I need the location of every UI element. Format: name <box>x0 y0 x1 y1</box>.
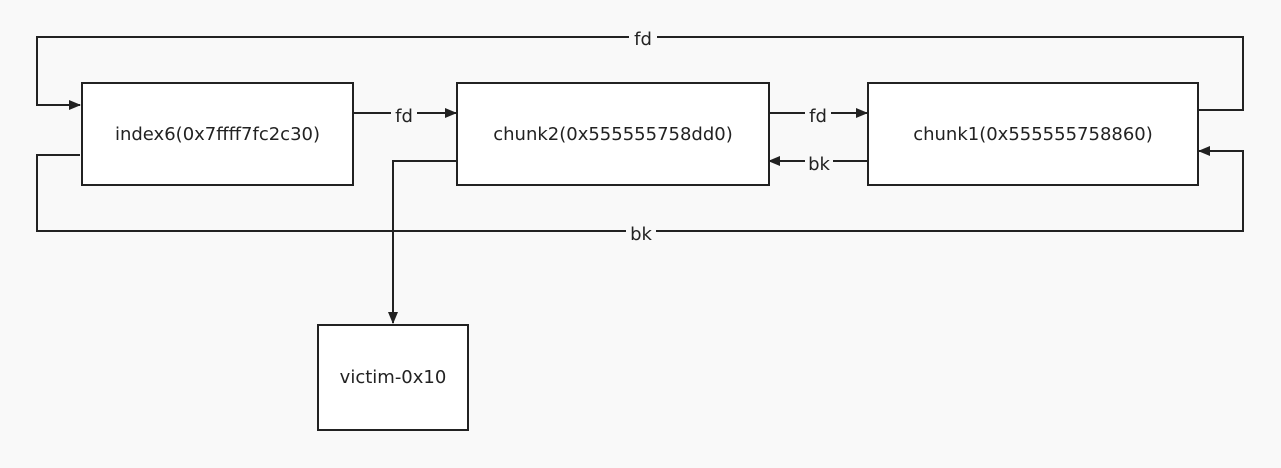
edge-label-index6-chunk2-fd: fd <box>395 106 413 127</box>
node-index6: index6(0x7ffff7fc2c30) <box>81 82 354 186</box>
node-chunk2-label: chunk2(0x555555758dd0) <box>493 123 733 145</box>
node-chunk1-label: chunk1(0x555555758860) <box>913 123 1153 145</box>
node-chunk1: chunk1(0x555555758860) <box>867 82 1199 186</box>
edge-label-chunk2-chunk1-fd: fd <box>809 106 827 127</box>
edge-label-bottom-bk: bk <box>630 224 652 245</box>
node-victim-label: victim-0x10 <box>339 367 447 388</box>
edge-chunk2-to-victim <box>388 160 456 324</box>
node-chunk2: chunk2(0x555555758dd0) <box>456 82 770 186</box>
node-victim: victim-0x10 <box>317 324 469 431</box>
edge-label-chunk1-chunk2-bk: bk <box>808 154 830 175</box>
edge-label-top-fd: fd <box>634 29 652 50</box>
node-index6-label: index6(0x7ffff7fc2c30) <box>114 123 321 145</box>
